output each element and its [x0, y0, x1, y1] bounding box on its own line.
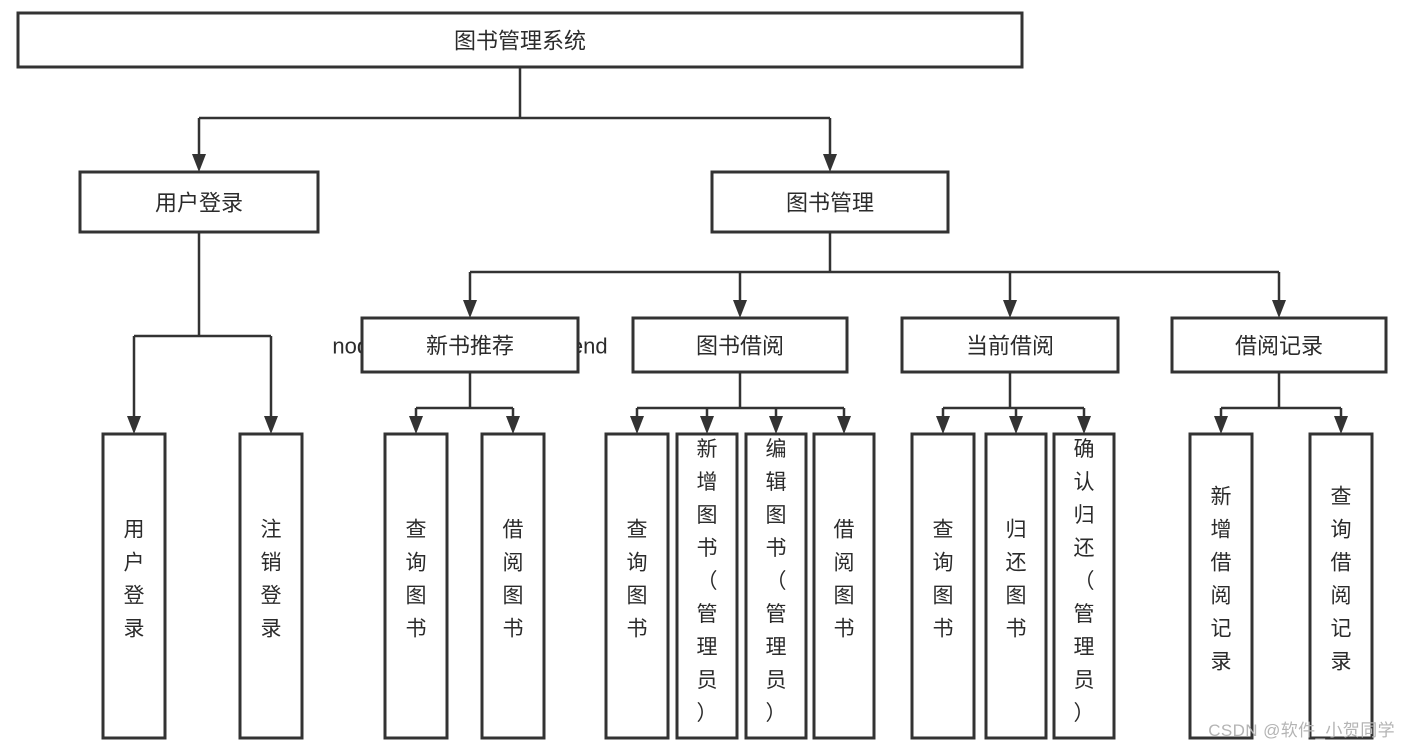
node-borrow-record-label: 借阅记录 [1235, 334, 1323, 359]
node-leaf-borrow-book-2[interactable]: 借阅图书 [812, 432, 876, 740]
node-user-login[interactable]: 用户登录 [78, 170, 320, 234]
node-leaf-borrow-book-1[interactable]: 借阅图书 [480, 432, 546, 740]
node-borrow-record-rect[interactable] [1170, 316, 1388, 374]
node-leaf-return-book[interactable]: 归还图书 [984, 432, 1048, 740]
node-current-borrow-rect[interactable] [900, 316, 1120, 374]
node-leaf-query-book-3-rect[interactable] [910, 432, 976, 740]
node-leaf-query-book-2-rect[interactable] [604, 432, 670, 740]
node-leaf-borrow-book-2-rect[interactable] [812, 432, 876, 740]
node-leaf-add-record-label: 新增借阅记录 [1211, 486, 1232, 674]
node-leaf-query-book-1-label: 查询图书 [406, 519, 427, 641]
node-leaf-borrow-book-1-label: 借阅图书 [503, 519, 524, 641]
node-user-login-label: 用户登录 [155, 191, 243, 216]
node-leaf-user-login-label: 用户登录 [124, 519, 145, 641]
node-leaf-query-book-2-label: 查询图书 [627, 519, 648, 641]
arrow-head-icon [463, 300, 477, 318]
node-leaf-query-book-3-label: 查询图书 [933, 519, 954, 641]
arrow-head-icon [1334, 416, 1348, 434]
arrow-head-icon [192, 154, 206, 172]
node-leaf-query-book-3[interactable]: 查询图书 [910, 432, 976, 740]
node-leaf-query-record-rect[interactable] [1308, 432, 1374, 740]
node-root-system-label: 图书管理系统 [454, 29, 586, 54]
node-book-borrow[interactable]: 图书借阅 [631, 316, 849, 374]
arrow-head-icon [630, 416, 644, 434]
arrow-head-icon [769, 416, 783, 434]
node-book-borrow-label: 图书借阅 [696, 334, 784, 359]
node-leaf-add-book-label: 新增图书（管理员） [697, 438, 718, 725]
node-leaf-logout-login-label: 注销登录 [261, 519, 282, 641]
arrow-head-icon [1077, 416, 1091, 434]
arrow-head-icon [823, 154, 837, 172]
node-leaf-confirm-return-rect[interactable] [1052, 432, 1116, 740]
arrow-head-icon [409, 416, 423, 434]
node-leaf-query-record[interactable]: 查询借阅记录 [1308, 432, 1374, 740]
arrow-head-icon [1272, 300, 1286, 318]
node-leaf-query-book-2[interactable]: 查询图书 [604, 432, 670, 740]
node-book-management-label: 图书管理 [786, 191, 874, 216]
node-leaf-add-record-rect[interactable] [1188, 432, 1254, 740]
node-leaf-edit-book-rect[interactable] [744, 432, 808, 740]
node-root-system[interactable]: 图书管理系统 [16, 11, 1024, 69]
node-book-borrow-rect[interactable] [631, 316, 849, 374]
arrow-head-icon [506, 416, 520, 434]
node-new-book-recommend-rect[interactable] [360, 316, 580, 374]
arrow-head-icon [1009, 416, 1023, 434]
node-book-management[interactable]: 图书管理 [710, 170, 950, 234]
node-leaf-return-book-rect[interactable] [984, 432, 1048, 740]
node-current-borrow-label: 当前借阅 [966, 334, 1054, 359]
node-leaf-borrow-book-2-label: 借阅图书 [834, 519, 855, 641]
node-leaf-add-book-rect[interactable] [675, 432, 739, 740]
arrow-head-icon [1003, 300, 1017, 318]
node-leaf-query-book-1[interactable]: 查询图书 [383, 432, 449, 740]
node-borrow-record[interactable]: 借阅记录 [1170, 316, 1388, 374]
node-leaf-query-book-1-rect[interactable] [383, 432, 449, 740]
arrow-head-icon [936, 416, 950, 434]
node-new-book-recommend[interactable]: 新书推荐 [360, 316, 580, 374]
arrow-head-icon [1214, 416, 1228, 434]
arrow-head-icon [127, 416, 141, 434]
node-leaf-edit-book-label: 编辑图书（管理员） [766, 438, 787, 725]
node-current-borrow[interactable]: 当前借阅 [900, 316, 1120, 374]
arrow-head-icon [264, 416, 278, 434]
node-user-login-rect[interactable] [78, 170, 320, 234]
node-leaf-query-record-label: 查询借阅记录 [1331, 486, 1352, 674]
node-leaf-add-record[interactable]: 新增借阅记录 [1188, 432, 1254, 740]
node-leaf-confirm-return[interactable]: 确认归还（管理员） [1052, 432, 1116, 740]
node-leaf-logout-login[interactable]: 注销登录 [238, 432, 304, 740]
node-leaf-user-login-rect[interactable] [101, 432, 167, 740]
arrow-head-icon [733, 300, 747, 318]
node-leaf-logout-login-rect[interactable] [238, 432, 304, 740]
node-root-system-rect[interactable] [16, 11, 1024, 69]
arrow-head-icon [837, 416, 851, 434]
node-leaf-user-login[interactable]: 用户登录 [101, 432, 167, 740]
node-leaf-borrow-book-1-rect[interactable] [480, 432, 546, 740]
arrow-head-icon [700, 416, 714, 434]
node-leaf-edit-book[interactable]: 编辑图书（管理员） [744, 432, 808, 740]
node-leaf-confirm-return-label: 确认归还（管理员） [1074, 438, 1095, 725]
node-book-management-rect[interactable] [710, 170, 950, 234]
node-new-book-recommend-label: 新书推荐 [426, 334, 514, 359]
csdn-watermark: CSDN @软件_小贺同学 [1208, 721, 1395, 740]
node-leaf-add-book[interactable]: 新增图书（管理员） [675, 432, 739, 740]
node-leaf-return-book-label: 归还图书 [1006, 519, 1027, 641]
